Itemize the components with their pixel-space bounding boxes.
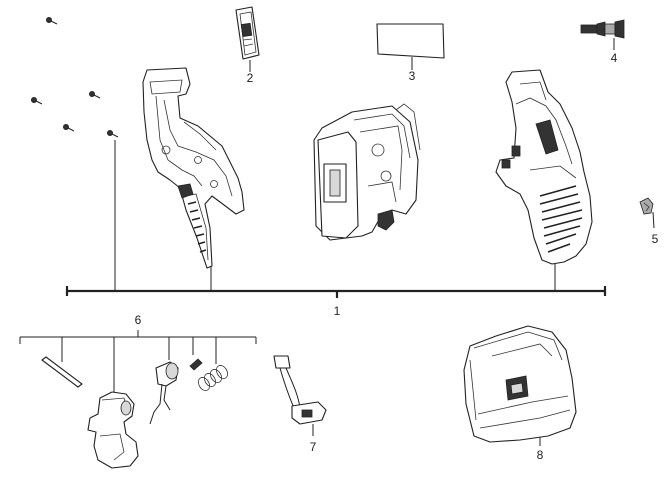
part-1-left-housing	[142, 67, 245, 269]
screw-icon	[46, 16, 58, 25]
screw-icon	[30, 97, 43, 105]
part-5-clip	[639, 197, 654, 215]
part-2-switch-plate	[235, 6, 260, 60]
screw-icon	[63, 124, 75, 132]
part-4-connector	[580, 19, 625, 39]
leader-line-5	[652, 211, 655, 229]
assembly-bracket-1	[65, 140, 607, 298]
part-6-spring	[198, 365, 228, 391]
part-1-right-housing	[495, 69, 593, 265]
part-1-motor-assembly	[313, 103, 421, 241]
part-6-spring-small	[189, 358, 203, 371]
part-6-trigger	[87, 391, 139, 469]
callout-8: 8	[537, 448, 544, 462]
callout-2: 2	[247, 71, 254, 85]
part-8-boot-cover	[463, 325, 577, 443]
callout-5: 5	[652, 232, 659, 246]
callout-1: 1	[334, 304, 341, 318]
callout-3: 3	[409, 69, 416, 83]
part-6-pin	[41, 356, 83, 388]
assembly-bracket-6	[19, 330, 257, 395]
part-6-switch-lever	[149, 361, 179, 425]
part-7-led-harness	[273, 355, 327, 425]
callout-6: 6	[135, 313, 142, 327]
screw-icon	[89, 91, 101, 99]
screw-icon	[107, 129, 119, 138]
part-3-label	[376, 23, 445, 59]
callout-7: 7	[310, 440, 317, 454]
callout-4: 4	[611, 51, 618, 65]
